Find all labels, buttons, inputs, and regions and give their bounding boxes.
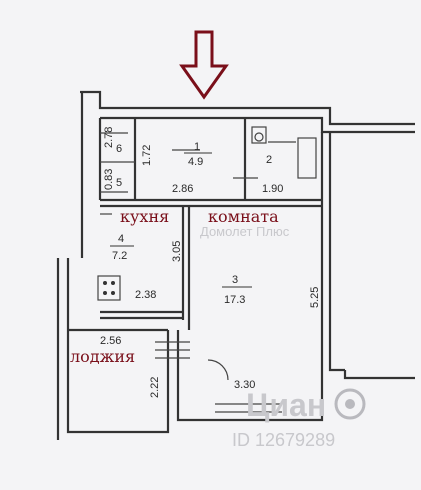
dim-2-22: 2.22 xyxy=(149,377,161,398)
loggia-label: лоджия xyxy=(70,347,135,366)
entrance-arrow-icon xyxy=(179,30,229,100)
dim-3-30: 3.30 xyxy=(234,379,255,391)
room-6-number: 6 xyxy=(116,143,122,155)
room-3-area: 17.3 xyxy=(224,294,245,306)
room-2-number: 2 xyxy=(266,154,272,166)
dim-2-86: 2.86 xyxy=(172,183,193,195)
room-4-area: 7.2 xyxy=(112,250,127,262)
cian-logo-icon xyxy=(334,388,366,420)
room-4-number: 4 xyxy=(118,233,124,245)
stove-icon xyxy=(97,275,121,301)
room-5-number: 5 xyxy=(116,177,122,189)
room-1-number: 1 xyxy=(194,141,200,153)
dim-2-78: 2.78 xyxy=(103,127,115,148)
dim-2-56: 2.56 xyxy=(100,335,121,347)
kitchen-label: кухня xyxy=(120,207,169,226)
internal-walls xyxy=(68,118,322,413)
outer-walls xyxy=(56,90,415,440)
room-label: комната xyxy=(208,207,279,226)
dim-3-05: 3.05 xyxy=(171,241,183,262)
bathroom-fixtures xyxy=(251,126,317,179)
room-3-number: 3 xyxy=(232,274,238,286)
dim-1-72: 1.72 xyxy=(141,145,153,166)
brand-watermark: Циан xyxy=(246,387,326,423)
dim-0-83: 0.83 xyxy=(103,169,115,190)
room-1-area: 4.9 xyxy=(188,156,203,168)
dim-2-38: 2.38 xyxy=(135,289,156,301)
faint-watermark: Домолет Плюс xyxy=(200,224,290,239)
id-watermark: ID 12679289 xyxy=(232,430,335,450)
door-swings xyxy=(172,149,258,381)
dim-5-25: 5.25 xyxy=(309,287,321,308)
dim-1-90: 1.90 xyxy=(262,183,283,195)
